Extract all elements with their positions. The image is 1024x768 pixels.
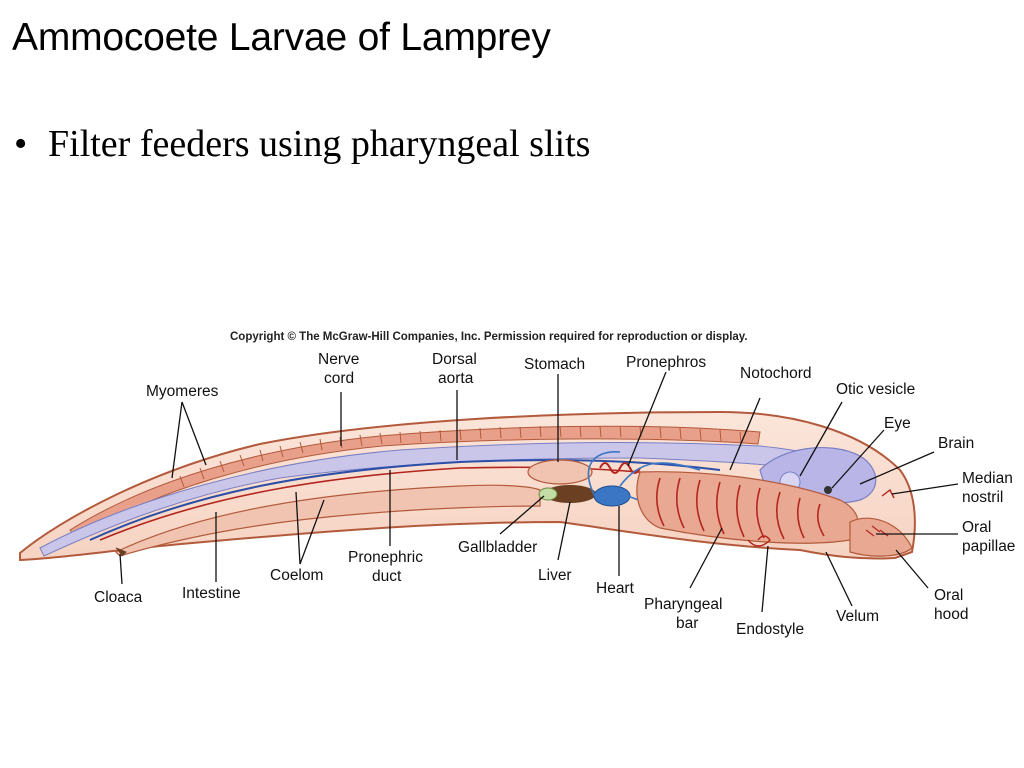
label-coelom: Coelom: [270, 567, 323, 584]
label-median-nostril-1: Median: [962, 470, 1013, 487]
label-brain: Brain: [938, 435, 974, 452]
median-nostril: [881, 488, 895, 499]
label-oral-hood-1: Oral: [934, 587, 963, 604]
stomach: [527, 459, 593, 485]
label-median-nostril-2: nostril: [962, 489, 1003, 506]
bullet-item: • Filter feeders using pharyngeal slits: [14, 122, 590, 166]
dorsal-aorta: [89, 459, 721, 541]
label-velum: Velum: [836, 608, 879, 625]
label-pronephric-duct-2: duct: [372, 568, 402, 585]
label-liver: Liver: [538, 567, 572, 584]
label-heart: Heart: [596, 580, 635, 597]
label-intestine: Intestine: [182, 585, 241, 602]
label-nerve-cord-1: Nerve: [318, 351, 359, 368]
label-dorsal-aorta-2: aorta: [438, 370, 474, 387]
label-endostyle: Endostyle: [736, 621, 804, 638]
copyright-notice: Copyright © The McGraw-Hill Companies, I…: [230, 331, 748, 343]
label-pronephric-duct-1: Pronephric: [348, 549, 423, 566]
label-nerve-cord-2: cord: [324, 370, 354, 387]
label-dorsal-aorta-1: Dorsal: [432, 351, 477, 368]
myomere-segments: [179, 425, 742, 488]
label-gallbladder: Gallbladder: [458, 539, 537, 556]
label-otic-vesicle: Otic vesicle: [836, 381, 915, 398]
label-pharyngeal-bar-2: bar: [676, 615, 698, 632]
label-notochord: Notochord: [740, 365, 812, 382]
pharyngeal-bars: [656, 477, 825, 540]
oral-hood: [849, 517, 913, 557]
label-oral-papillae-2: papillae: [962, 538, 1015, 555]
endostyle: [747, 535, 771, 547]
bullet-text: Filter feeders using pharyngeal slits: [48, 123, 591, 165]
leader-lines: [119, 371, 959, 613]
eye: [824, 486, 832, 494]
intestine: [114, 484, 541, 557]
label-myomeres: Myomeres: [146, 383, 219, 400]
label-stomach: Stomach: [524, 356, 585, 373]
bullet-symbol: •: [14, 123, 28, 165]
page-title: Ammocoete Larvae of Lamprey: [12, 16, 551, 59]
cloaca: [115, 547, 127, 557]
label-eye: Eye: [884, 415, 911, 432]
liver: [544, 485, 596, 503]
oral-papillae: [865, 525, 889, 537]
label-oral-papillae-1: Oral: [962, 519, 991, 536]
heart: [593, 485, 631, 507]
label-oral-hood-2: hood: [934, 606, 968, 623]
red-vessel: [99, 466, 661, 541]
label-pronephros: Pronephros: [626, 354, 706, 371]
label-pharyngeal-bar-1: Pharyngeal: [644, 596, 722, 613]
label-cloaca: Cloaca: [94, 589, 143, 606]
